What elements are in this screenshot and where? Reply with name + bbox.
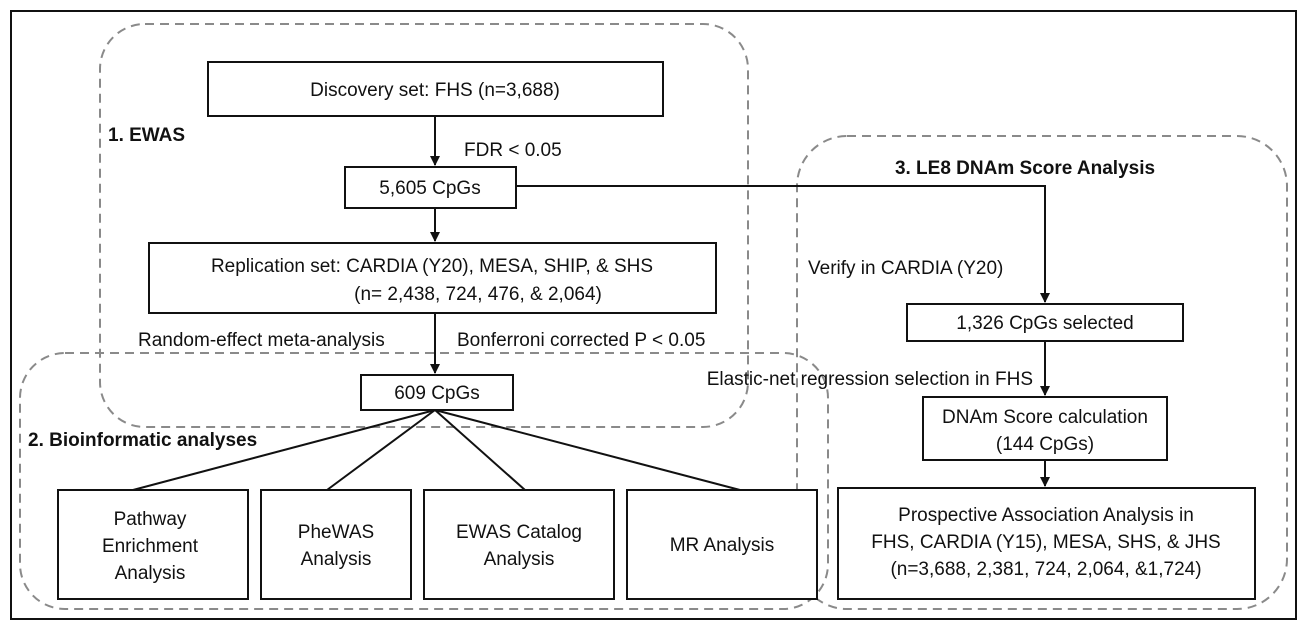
node-pathway: Pathway Enrichment Analysis (57, 489, 249, 600)
edge-label-random-effect: Random-effect meta-analysis (138, 330, 385, 351)
node-discovery: Discovery set: FHS (n=3,688) (207, 61, 664, 117)
node-5605-cpgs: 5,605 CpGs (344, 166, 517, 209)
edge-609-to-phewas (326, 409, 436, 491)
svg-text:FHS, CARDIA (Y15), MESA, SHS,: FHS, CARDIA (Y15), MESA, SHS, & JHS (871, 532, 1220, 553)
node-prospective: Prospective Association Analysis in FHS,… (837, 487, 1256, 600)
node-score-calculation: DNAm Score calculation (144 CpGs) (922, 396, 1168, 461)
node-ewas-catalog: EWAS Catalog Analysis (423, 489, 615, 600)
node-1326-selected: 1,326 CpGs selected (906, 303, 1184, 342)
region-score (796, 135, 1288, 610)
svg-text:Analysis: Analysis (115, 563, 186, 584)
node-phewas: PheWAS Analysis (260, 489, 412, 600)
svg-text:(144 CpGs): (144 CpGs) (996, 434, 1094, 455)
svg-text:5,605 CpGs: 5,605 CpGs (379, 178, 480, 199)
edge-5605-to-1326 (516, 185, 1050, 303)
edge-label-elastic-net: Elastic-net regression selection in FHS (707, 369, 1033, 390)
region-ewas (99, 23, 749, 428)
svg-text:MR Analysis: MR Analysis (670, 535, 775, 556)
svg-text:EWAS Catalog: EWAS Catalog (456, 522, 582, 543)
node-replication: Replication set: CARDIA (Y20), MESA, SHI… (148, 242, 717, 314)
svg-text:(n= 2,438, 724, 476, & 2,064): (n= 2,438, 724, 476, & 2,064) (354, 284, 602, 305)
node-609-cpgs: 609 CpGs (360, 374, 514, 411)
node-mr: MR Analysis (626, 489, 818, 600)
region-title-ewas: 1. EWAS (108, 125, 185, 146)
svg-text:Pathway: Pathway (114, 509, 187, 530)
svg-text:Enrichment: Enrichment (102, 536, 199, 557)
svg-text:609 CpGs: 609 CpGs (394, 383, 480, 404)
svg-text:Discovery set: FHS (n=3,688): Discovery set: FHS (n=3,688) (310, 80, 560, 101)
edge-label-fdr: FDR < 0.05 (464, 140, 562, 161)
svg-text:1,326 CpGs selected: 1,326 CpGs selected (956, 313, 1133, 334)
edge-609-to-mr (434, 409, 741, 491)
svg-text:PheWAS: PheWAS (298, 522, 374, 543)
edge-609-to-pathway (132, 409, 436, 491)
region-title-bioinformatic: 2. Bioinformatic analyses (28, 430, 257, 451)
region-bioinformatic (19, 352, 829, 610)
svg-text:DNAm Score calculation: DNAm Score calculation (942, 407, 1148, 428)
outer-frame (10, 10, 1297, 620)
svg-text:(n=3,688, 2,381, 724, 2,064, &: (n=3,688, 2,381, 724, 2,064, &1,724) (890, 559, 1201, 580)
svg-text:Analysis: Analysis (301, 549, 372, 570)
edge-609-to-catalog (434, 409, 526, 491)
svg-text:Replication set: CARDIA (Y20),: Replication set: CARDIA (Y20), MESA, SHI… (211, 256, 653, 277)
edge-label-verify: Verify in CARDIA (Y20) (808, 258, 1003, 279)
svg-text:Analysis: Analysis (484, 549, 555, 570)
region-title-score: 3. LE8 DNAm Score Analysis (895, 158, 1155, 179)
svg-text:Prospective Association Analys: Prospective Association Analysis in (898, 505, 1194, 526)
edge-label-bonferroni: Bonferroni corrected P < 0.05 (457, 330, 705, 351)
